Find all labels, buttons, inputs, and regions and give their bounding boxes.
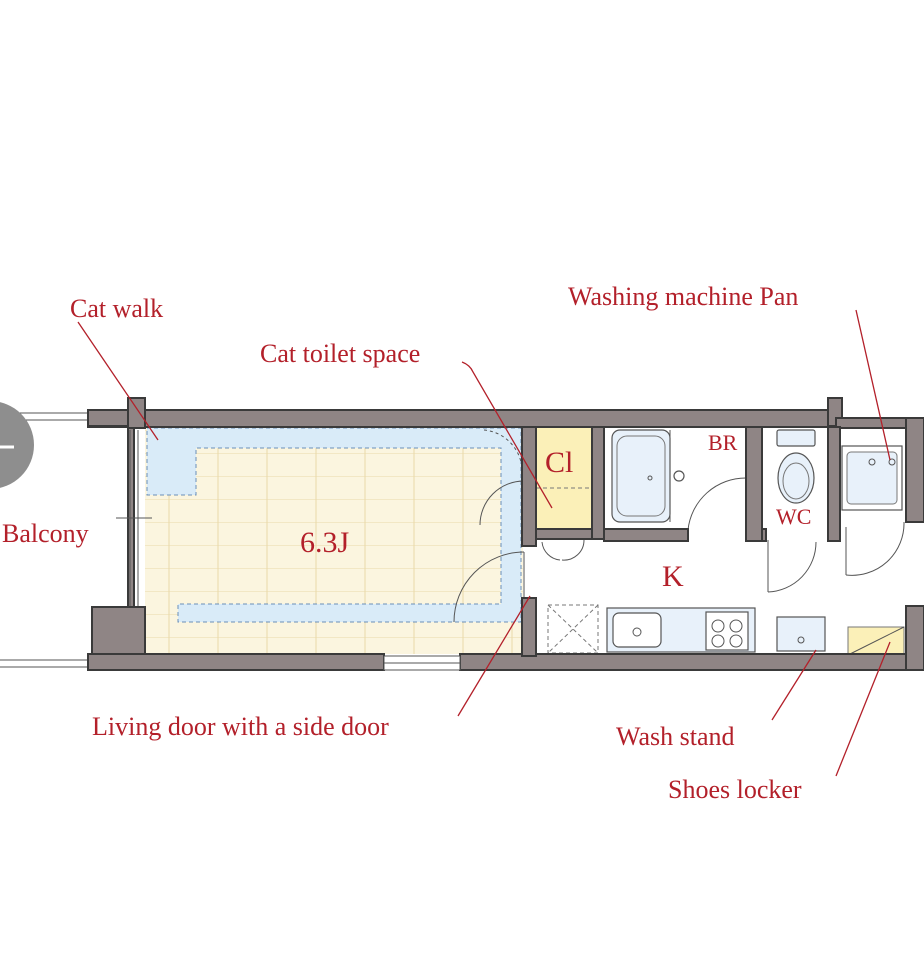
living-door-label: Living door with a side door — [92, 712, 389, 741]
toilet-label: WC — [776, 504, 811, 529]
stove-top — [705, 611, 749, 651]
closet-area — [536, 427, 592, 529]
walls — [87, 397, 924, 671]
cat-walk-label: Cat walk — [70, 294, 163, 323]
shoes-locker-label: Shoes locker — [668, 775, 802, 804]
bathroom-label: BR — [708, 430, 738, 455]
cat-toilet-space-label: Cat toilet space — [260, 339, 420, 368]
leader-lines — [77, 309, 891, 777]
cat-walk-shelf — [146, 427, 522, 623]
shoes-locker-fixture — [847, 626, 905, 656]
living-room-label: 6.3J — [300, 526, 350, 559]
doors — [453, 429, 905, 623]
wash-stand-label: Wash stand — [616, 722, 735, 751]
toilet-bowl — [777, 452, 815, 504]
balcony-label: Balcony — [2, 519, 89, 548]
kitchen-sink — [612, 612, 662, 648]
washing-machine-pan — [841, 445, 903, 511]
toilet-tank — [776, 429, 816, 447]
closet-label: Cl — [545, 446, 573, 479]
kitchen-label: K — [662, 560, 684, 593]
circle-minus-icon[interactable] — [0, 401, 34, 489]
kitchen-counter — [606, 607, 756, 653]
wash-stand-fixture — [776, 616, 826, 652]
washing-machine-pan-label: Washing machine Pan — [568, 282, 798, 311]
